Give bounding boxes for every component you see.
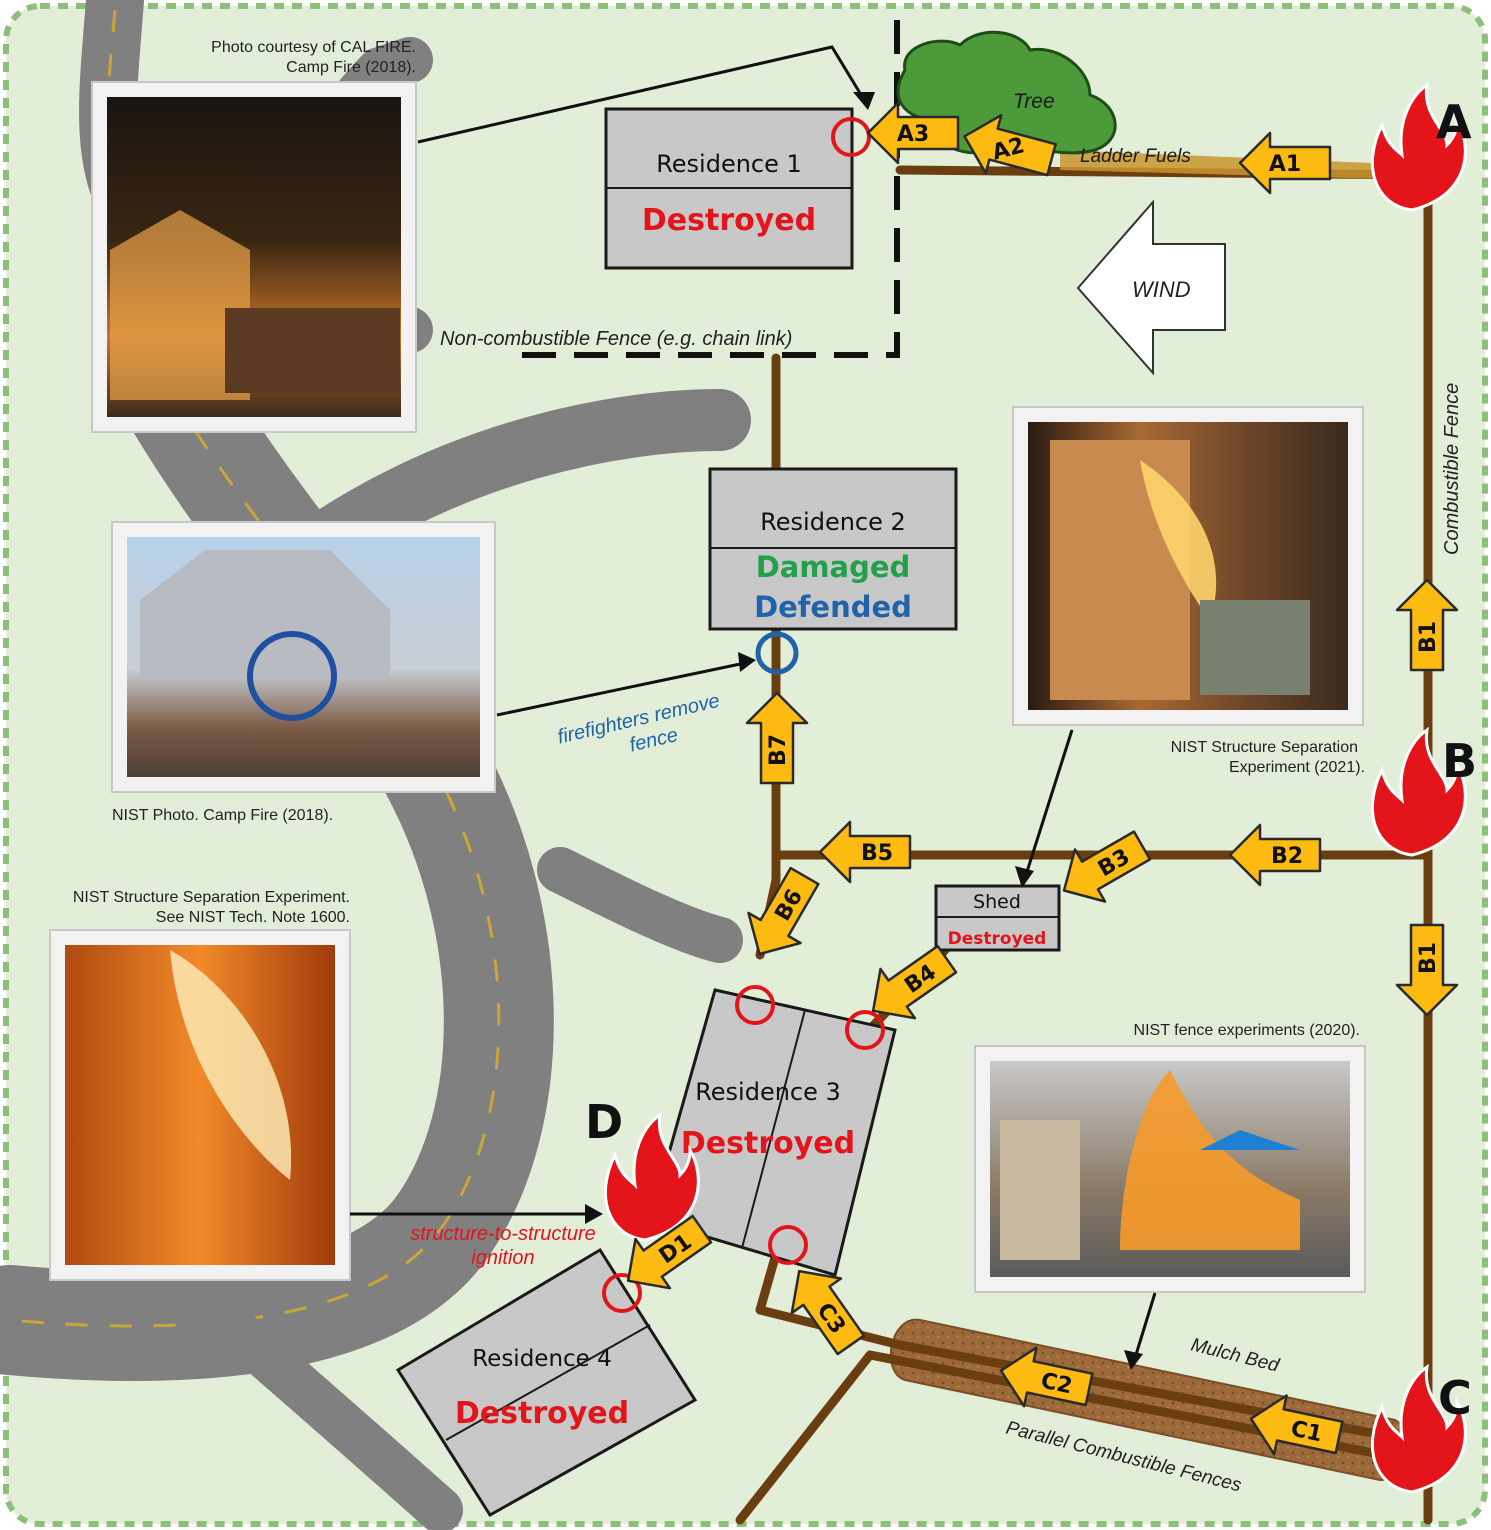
arrow-a3: A3 [866,101,960,165]
residence-2: Residence 2 Damaged Defended [708,467,958,631]
ladder-fuels-label: Ladder Fuels [1080,146,1191,167]
caption-structure-1600-line1: NIST Structure Separation Experiment. [73,889,350,906]
residence-3-status: Destroyed [681,1126,855,1161]
fire-d-letter: D [585,1095,623,1149]
s2s-note-line2: ignition [471,1247,534,1269]
s2s-note-line1: structure-to-structure [410,1223,596,1245]
arrow-a1: A1 [1238,131,1332,195]
arrow-b5-label: B5 [861,841,893,866]
arrow-b7: B7 [745,691,809,785]
arrow-b1-top-label: B1 [1416,621,1441,653]
spread-arrows: A1 A2 A3 B1 B1 B2 B3 B4 [626,101,1459,1456]
arrow-a2: A2 [963,113,1057,177]
wind-label: WIND [1132,277,1191,302]
fire-source-a: A [1370,81,1472,212]
fire-d-icon [603,1111,700,1242]
photo-structure-separation-2021 [1012,406,1364,726]
residence-4-status: Destroyed [455,1396,629,1431]
fire-a-icon [1370,81,1467,212]
arrow-c2: C2 [999,1346,1094,1408]
caption-structure-2021-line2: Experiment (2021). [1229,759,1365,776]
arrow-b6: B6 [747,866,820,956]
fire-c-letter: C [1438,1371,1472,1425]
caption-nist-camp-fire: NIST Photo. Camp Fire (2018). [112,807,333,824]
photo-structure-separation-1600 [49,929,351,1281]
caption-structure-1600-line2: See NIST Tech. Note 1600. [156,909,350,926]
caption-calfire-line2: Camp Fire (2018). [286,59,416,76]
fire-source-b: B [1370,726,1477,857]
noncombustible-fence-label: Non-combustible Fence (e.g. chain link) [440,328,792,350]
wind-arrow: WIND [1076,199,1226,376]
residence-3-name: Residence 3 [695,1078,841,1106]
residence-1-name: Residence 1 [656,150,802,178]
caption-fence-experiments: NIST fence experiments (2020). [1134,1022,1360,1039]
shed-name: Shed [973,891,1021,913]
residence-4: Residence 4 Destroyed [395,1247,698,1518]
arrow-b1-top: B1 [1395,578,1459,672]
arrow-b7-label: B7 [766,734,791,766]
residence-2-name: Residence 2 [760,508,906,536]
fire-b-letter: B [1442,734,1477,788]
ignition-circle-r4 [602,1273,642,1313]
arrow-b1-bottom-label: B1 [1416,942,1441,974]
shed-status: Destroyed [948,929,1047,949]
fire-source-c: C [1370,1363,1472,1494]
residence-1: Residence 1 Destroyed [604,107,854,270]
ignition-circle-r3-right [845,1010,885,1050]
residence-3: Residence 3 Destroyed [648,988,897,1277]
ignition-points [602,117,885,1313]
arrow-c1: C1 [1249,1394,1344,1456]
arrow-a1-label: A1 [1269,152,1301,177]
arrow-a3-label: A3 [897,122,929,147]
arrow-b1-bottom: B1 [1395,923,1459,1017]
photo-nist-blue-ring [247,631,337,721]
connector-arrows [350,45,1157,1370]
ignition-circle-r3-bottom [768,1225,808,1265]
tree-label: Tree [1013,90,1055,113]
arrow-b2-label: B2 [1271,844,1303,869]
defended-ring-r2 [755,631,799,675]
arrow-b2: B2 [1228,823,1322,887]
caption-structure-2021-line1: NIST Structure Separation [1171,739,1358,756]
fire-c-icon [1370,1363,1467,1494]
fire-source-d: D [585,1095,700,1242]
photo-nist-camp-fire [111,521,496,793]
photo-fence-experiments [974,1045,1366,1293]
residence-2-status-defended: Defended [754,590,912,624]
fire-a-letter: A [1436,95,1472,149]
ignition-circle-r1 [831,117,871,157]
fire-b-icon [1370,726,1467,857]
residence-2-status-damaged: Damaged [756,550,911,584]
photo-camp-fire-calfire [91,81,417,433]
combustible-fence-label: Combustible Fence [1441,383,1463,555]
residence-4-name: Residence 4 [472,1346,612,1372]
arrow-b5: B5 [818,820,912,884]
arrow-d1: D1 [626,1214,713,1290]
arrow-b3: B3 [1062,830,1152,903]
residence-1-status: Destroyed [642,203,816,238]
caption-calfire-line1: Photo courtesy of CAL FIRE. [211,39,416,56]
shed: Shed Destroyed [934,884,1061,952]
ignition-circle-r3-top [735,985,775,1025]
